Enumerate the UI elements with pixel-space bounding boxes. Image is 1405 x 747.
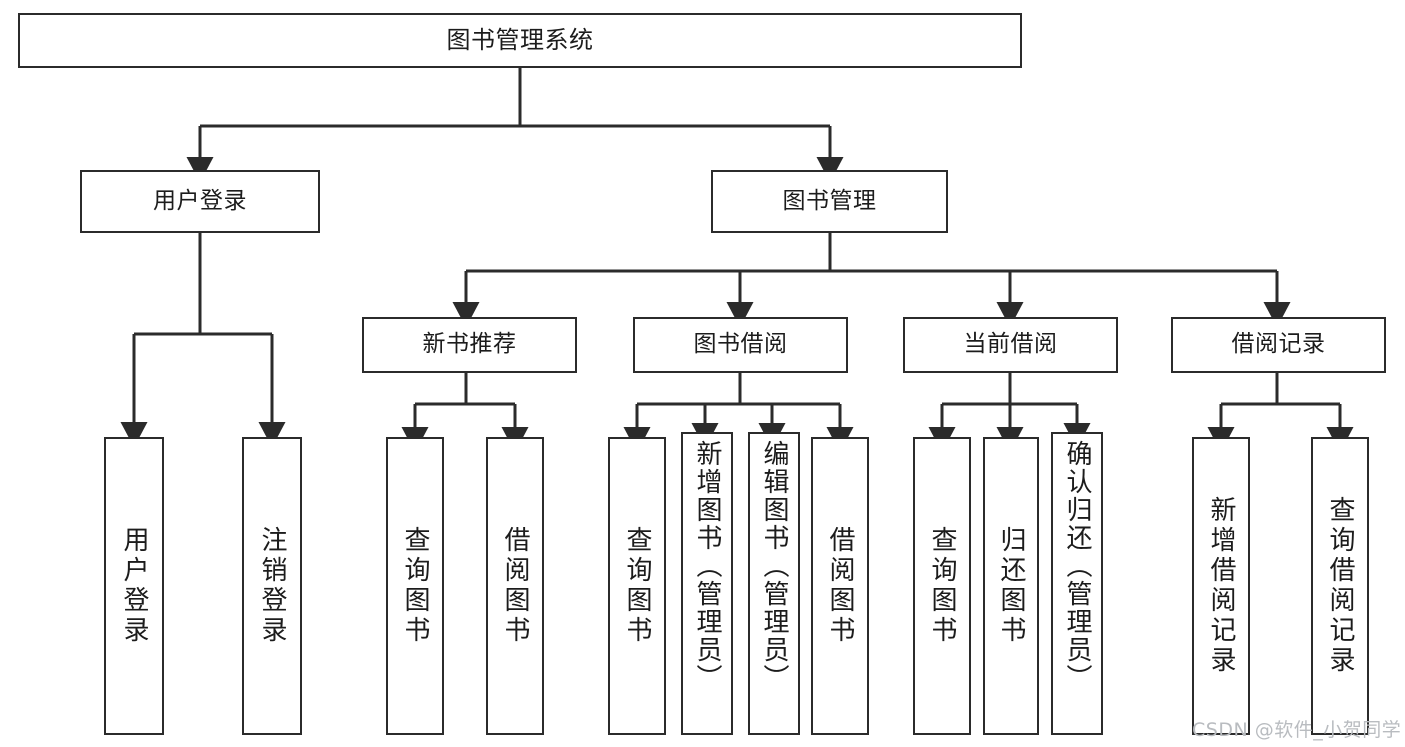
node-book-borrow-label: 图书借阅 (693, 331, 788, 358)
leaf-new-book-borrow-label: 借阅图书 (500, 526, 530, 646)
leaf-borrow-book-label: 借阅图书 (825, 526, 855, 646)
leaf-user-login-label: 用户登录 (119, 526, 149, 646)
leaf-new-book-query-label: 查询图书 (400, 526, 430, 646)
leaf-return-book-label: 归还图书 (996, 526, 1026, 646)
leaf-logout-login-label: 注销登录 (257, 526, 287, 646)
leaf-borrow-book[interactable]: 借阅图书 (811, 437, 869, 735)
node-book-borrow[interactable]: 图书借阅 (633, 317, 848, 373)
leaf-borrow-query-book-label: 查询图书 (622, 526, 652, 646)
leaf-new-book-query[interactable]: 查询图书 (386, 437, 444, 735)
node-current-borrow-label: 当前借阅 (963, 331, 1058, 358)
leaf-query-borrow-record[interactable]: 查询借阅记录 (1311, 437, 1369, 735)
leaf-current-query-book-label: 查询图书 (927, 526, 957, 646)
node-user-login-label: 用户登录 (153, 187, 247, 214)
node-book-manage[interactable]: 图书管理 (711, 170, 948, 233)
node-new-book-recommend[interactable]: 新书推荐 (362, 317, 577, 373)
node-borrow-record[interactable]: 借阅记录 (1171, 317, 1386, 373)
leaf-return-book[interactable]: 归还图书 (983, 437, 1039, 735)
leaf-current-query-book[interactable]: 查询图书 (913, 437, 971, 735)
leaf-edit-book-admin-label: 编辑图书（管理员） (759, 440, 789, 692)
leaf-edit-book-admin[interactable]: 编辑图书（管理员） (748, 432, 800, 735)
node-current-borrow[interactable]: 当前借阅 (903, 317, 1118, 373)
node-book-manage-label: 图书管理 (782, 187, 877, 214)
node-borrow-record-label: 借阅记录 (1231, 331, 1326, 358)
node-user-login[interactable]: 用户登录 (80, 170, 320, 233)
leaf-borrow-query-book[interactable]: 查询图书 (608, 437, 666, 735)
node-root[interactable]: 图书管理系统 (18, 13, 1022, 68)
leaf-add-book-admin[interactable]: 新增图书（管理员） (681, 432, 733, 735)
leaf-logout-login[interactable]: 注销登录 (242, 437, 302, 735)
leaf-query-borrow-record-label: 查询借阅记录 (1325, 496, 1355, 676)
leaf-new-book-borrow[interactable]: 借阅图书 (486, 437, 544, 735)
leaf-add-borrow-record[interactable]: 新增借阅记录 (1192, 437, 1250, 735)
leaf-add-book-admin-label: 新增图书（管理员） (692, 440, 722, 692)
leaf-confirm-return-admin-label: 确认归还（管理员） (1062, 440, 1092, 692)
leaf-confirm-return-admin[interactable]: 确认归还（管理员） (1051, 432, 1103, 735)
leaf-add-borrow-record-label: 新增借阅记录 (1206, 496, 1236, 676)
node-new-book-recommend-label: 新书推荐 (422, 331, 517, 358)
node-root-label: 图书管理系统 (446, 26, 594, 55)
leaf-user-login[interactable]: 用户登录 (104, 437, 164, 735)
